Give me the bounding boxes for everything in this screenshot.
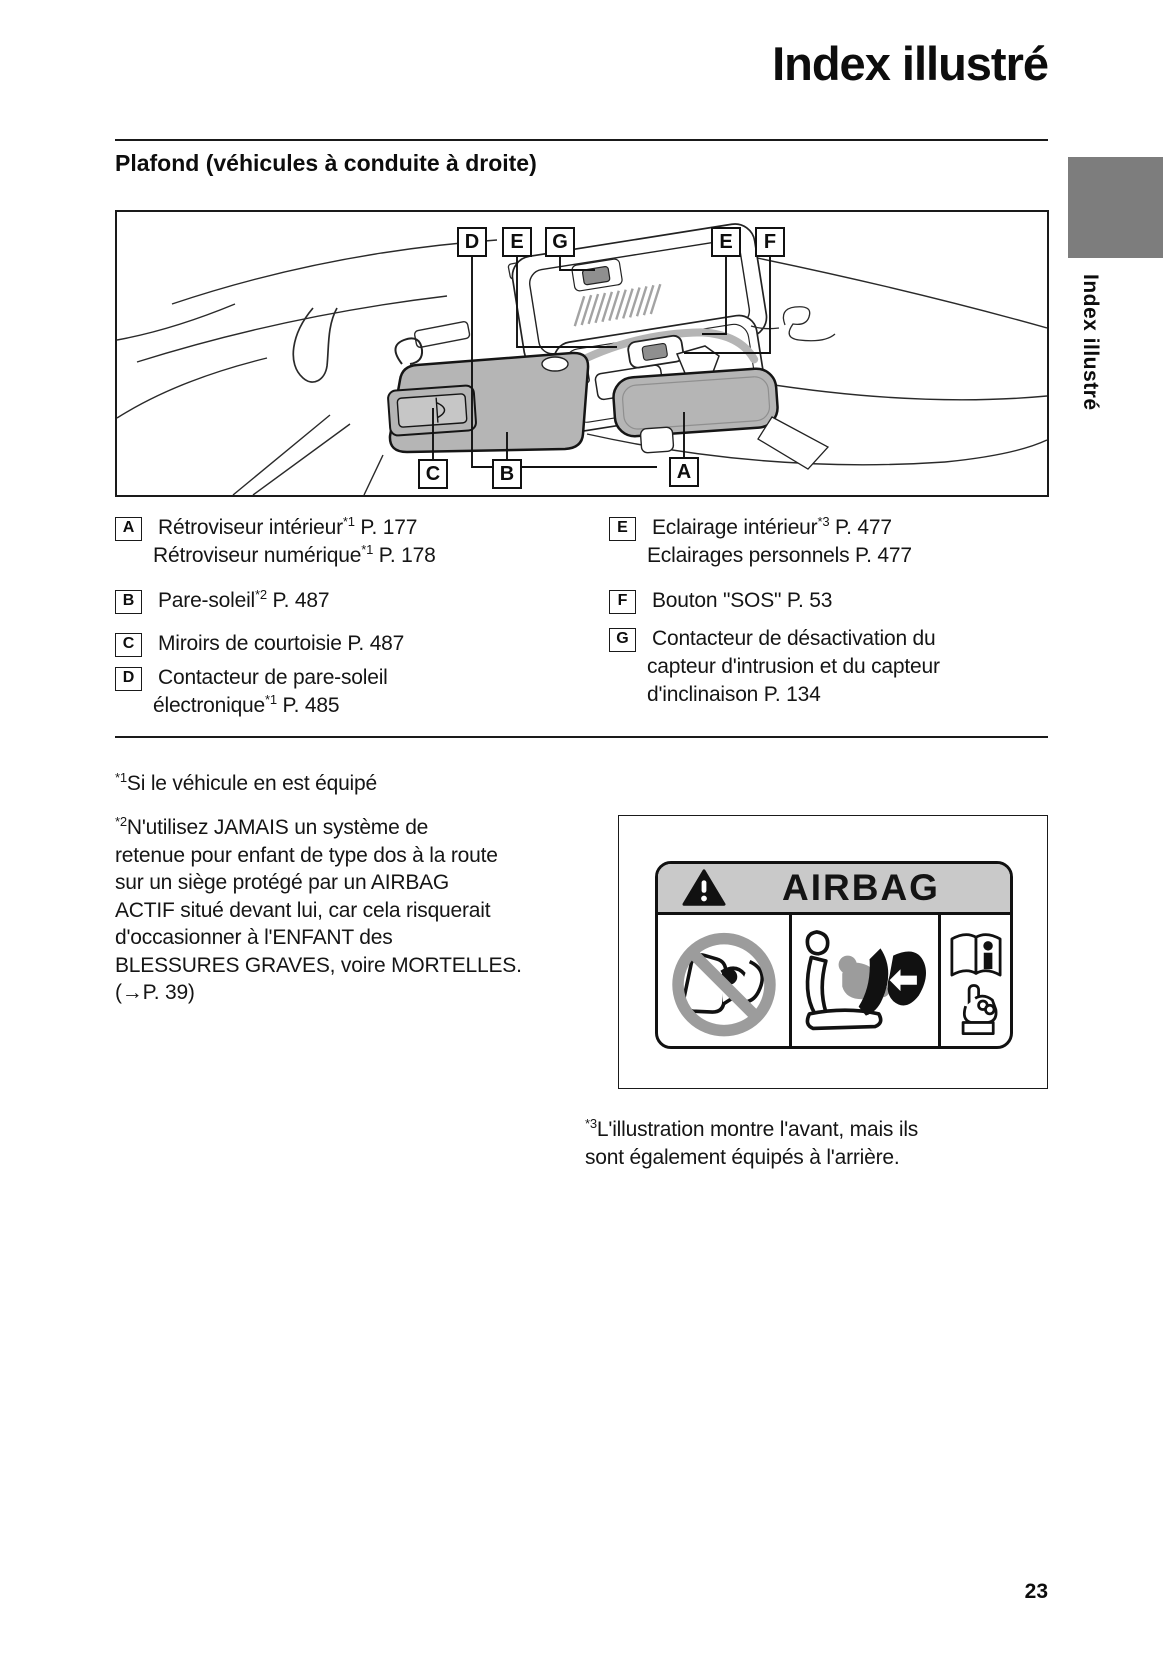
- footnote-1: *1Si le véhicule en est équipé: [115, 770, 377, 795]
- footnote-3: *3L'illustration montre l'avant, mais il…: [585, 1116, 919, 1169]
- footnote-rule: [115, 736, 1048, 738]
- legend-item-B: B Pare-soleil*2 P. 487: [115, 587, 330, 615]
- airbag-deployment-icon: [789, 915, 938, 1046]
- page-title: Index illustré: [772, 37, 1049, 90]
- read-manual-icon: [938, 915, 1010, 1046]
- legend-item-C: C Miroirs de courtoisie P. 487: [115, 630, 404, 658]
- callout-E-right: E: [711, 227, 741, 257]
- legend-badge-C: C: [115, 633, 142, 657]
- airbag-warning-figure: AIRBAG: [618, 815, 1048, 1089]
- callout-D: D: [457, 227, 487, 257]
- airbag-label-header: AIRBAG: [658, 864, 1010, 915]
- sos-button-drawing: [641, 342, 668, 361]
- callout-A: A: [669, 457, 699, 487]
- no-rear-facing-child-seat-icon: [658, 915, 789, 1046]
- rear-view-mirror-drawing: [612, 367, 779, 438]
- grab-handle-drawing: [292, 307, 338, 383]
- header-rule: [115, 139, 1048, 141]
- legend-badge-B: B: [115, 590, 142, 614]
- chapter-tab-marker: [1068, 157, 1163, 258]
- callout-C: C: [418, 459, 448, 489]
- callout-leader-lines: [432, 244, 771, 474]
- callout-G: G: [545, 227, 575, 257]
- page-number: 23: [1024, 1580, 1048, 1603]
- chapter-tab-label: Index illustré: [1079, 274, 1102, 411]
- callout-F: F: [755, 227, 785, 257]
- legend-badge-A: A: [115, 517, 142, 541]
- callout-B: B: [492, 459, 522, 489]
- legend-badge-G: G: [609, 628, 636, 652]
- legend-item-F: F Bouton "SOS" P. 53: [609, 587, 832, 615]
- legend-badge-F: F: [609, 590, 636, 614]
- legend-badge-D: D: [115, 667, 142, 691]
- warning-triangle-icon: [682, 868, 726, 908]
- vanity-mirror-drawing: [387, 384, 477, 437]
- section-heading: Plafond (véhicules à conduite à droite): [115, 150, 537, 176]
- ceiling-illustration-drawing: [117, 223, 1047, 495]
- callout-E-left: E: [502, 227, 532, 257]
- legend-item-E: E Eclairage intérieur*3 P. 477 Eclairage…: [609, 514, 912, 570]
- legend-item-A: A Rétroviseur intérieur*1 P. 177 Rétrovi…: [115, 514, 436, 570]
- legend-badge-E: E: [609, 517, 636, 541]
- airbag-label-title: AIRBAG: [782, 867, 940, 908]
- footnote-2: *2N'utilisez JAMAIS un système de retenu…: [115, 814, 522, 1004]
- visor-hook-drawing: [394, 337, 424, 365]
- legend-item-G: G Contacteur de désactivation du capteur…: [609, 625, 940, 709]
- legend-item-D: D Contacteur de pare-soleil électronique…: [115, 664, 388, 720]
- sunshade-switch-drawing: [581, 266, 611, 286]
- airbag-warning-label: AIRBAG: [655, 861, 1013, 1049]
- ceiling-diagram: D E G E F C B A: [115, 210, 1049, 497]
- coat-hook-drawing: [750, 306, 836, 342]
